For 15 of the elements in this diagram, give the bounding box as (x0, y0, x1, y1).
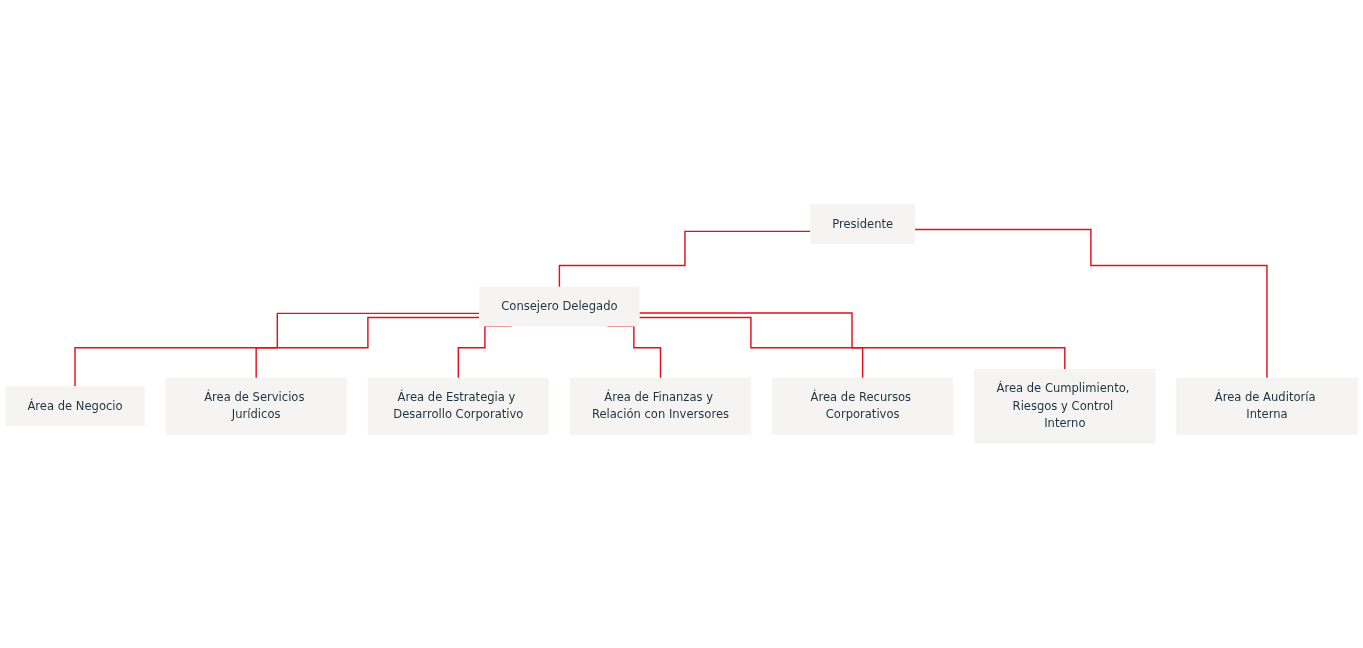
node-box: Área de Finanzas y Relación con Inversores (569, 377, 752, 435)
connector (638, 316, 864, 379)
connector (255, 316, 481, 379)
connector (74, 312, 481, 388)
connector (638, 312, 1066, 371)
node-box: Área de Servicios Jurídicos (165, 377, 347, 435)
connector (914, 228, 1268, 379)
node-box: Área de Auditoría Interna (1176, 377, 1358, 435)
node-box: Consejero Delegado (479, 286, 640, 327)
node-box: Área de Estrategia y Desarrollo Corporativo (367, 377, 549, 435)
node-box: Área de Cumplimiento, Riesgos y Control Interno (974, 369, 1156, 444)
node-box: Área de Recursos Corporativos (772, 377, 954, 435)
connector (558, 230, 812, 288)
node-box: Área de Negocio (5, 386, 145, 427)
node-box: Presidente (810, 204, 916, 245)
